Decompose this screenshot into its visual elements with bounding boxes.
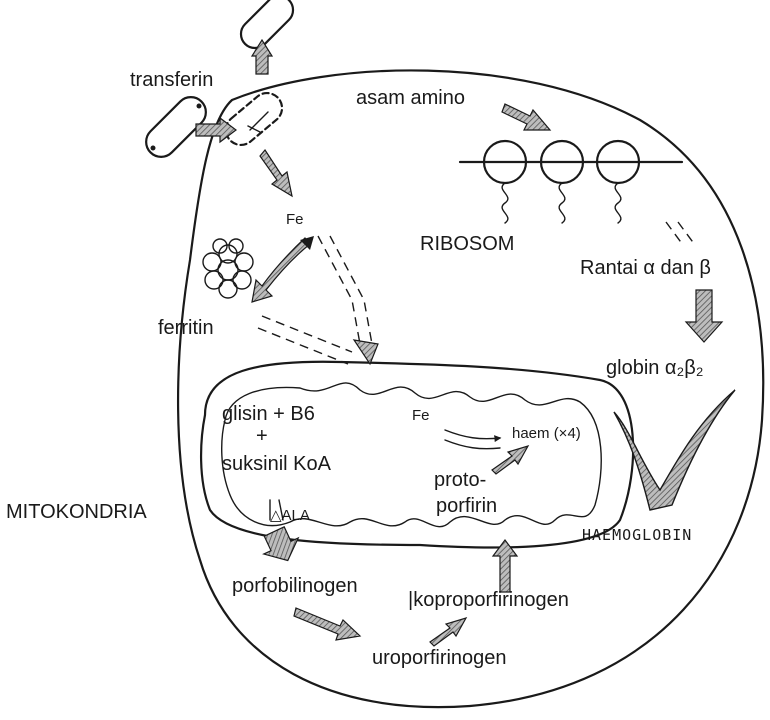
arrow-icon	[686, 290, 722, 342]
protoporphyrin-label-line2: porfirin	[436, 495, 497, 517]
arrow-icon	[492, 446, 528, 474]
plus-label: +	[256, 425, 268, 447]
arrow-icon	[318, 236, 378, 364]
arrow-icon	[502, 104, 550, 130]
ribosome-icon	[460, 141, 682, 223]
arrow-icon	[252, 40, 272, 74]
haemoglobin-label: HAEMOGLOBIN	[582, 526, 692, 544]
uroporphyrinogen-label: uroporfirinogen	[372, 647, 507, 669]
arrow-icon	[257, 523, 305, 568]
coproporphyrinogen-label: |koproporfirinogen	[408, 589, 569, 611]
fe-label-mitochondria: Fe	[412, 407, 430, 424]
mitochondria-label: MITOKONDRIA	[6, 501, 147, 523]
protoporphyrin-label-line1: proto-	[434, 469, 486, 491]
globin-label: globin α₂β₂	[606, 357, 704, 379]
fe-label-top: Fe	[286, 211, 304, 228]
porphobilinogen-label: porfobilinogen	[232, 575, 358, 597]
transferrin-capsule-icon	[235, 0, 299, 54]
arrow-icon	[260, 150, 292, 196]
chains-label: Rantai α dan β	[580, 257, 711, 279]
arrow-icon	[252, 236, 314, 302]
ribosome-label: RIBOSOM	[420, 233, 514, 255]
ferritin-cluster-icon	[203, 239, 253, 298]
arrow-icon	[445, 430, 500, 449]
ferritin-label: ferritin	[158, 317, 214, 339]
ala-label: △ALA	[270, 507, 310, 524]
amino-acid-label: asam amino	[356, 87, 465, 109]
arrow-icon	[666, 222, 695, 245]
arrow-icon	[294, 608, 360, 640]
heme-label: haem (×4)	[512, 425, 581, 442]
succinyl-coa-label: suksinil KoA	[222, 453, 332, 475]
arrow-icon	[614, 390, 735, 510]
transferrin-capsule-icon	[220, 87, 288, 151]
glycine-label: glisin + B6	[222, 403, 315, 425]
transferrin-label: transferin	[130, 69, 213, 91]
arrow-icon	[258, 316, 352, 364]
arrow-icon	[430, 618, 466, 646]
